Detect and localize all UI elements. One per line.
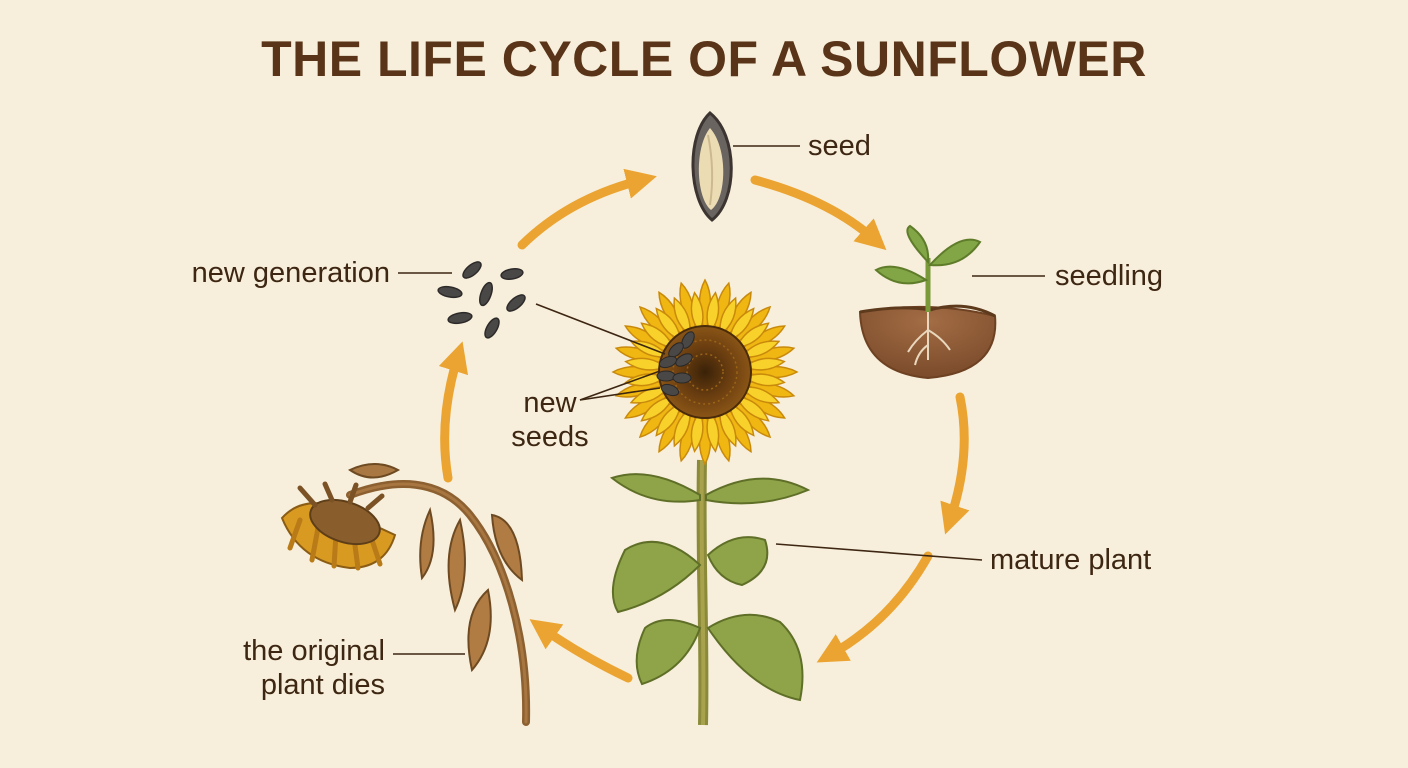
petal (706, 291, 720, 334)
petal (690, 410, 704, 453)
petal (728, 402, 755, 437)
label-new-generation: new generation (191, 257, 390, 289)
petal (740, 340, 781, 358)
seed-icon (691, 111, 733, 222)
label-seed: seed (808, 130, 871, 162)
petal (673, 296, 691, 337)
wilted-flower-head (280, 481, 397, 571)
flower-seeds (656, 331, 695, 397)
scattered-seeds-icon (437, 261, 526, 339)
petal (743, 357, 786, 371)
wilted-plant-icon (280, 463, 531, 726)
arrow-upward (438, 341, 469, 483)
petal (743, 373, 786, 387)
petal (673, 407, 691, 448)
petal (735, 322, 770, 349)
leaf (705, 477, 811, 505)
petal (719, 407, 737, 448)
petal (740, 386, 781, 404)
label-plant-dies-line1: the original (243, 635, 385, 667)
label-new-seeds: new seeds (500, 386, 600, 454)
petal (706, 410, 720, 453)
petal (719, 296, 737, 337)
leaf (706, 536, 769, 587)
petal (640, 322, 675, 349)
petal (735, 395, 770, 422)
seedling-icon (858, 224, 997, 380)
leader-new-seeds (535, 303, 666, 355)
petal (655, 402, 682, 437)
arrow-mature-to-dies (816, 551, 933, 663)
leaf (635, 619, 702, 686)
arrow-newgen-to-seed (517, 168, 657, 250)
label-plant-dies-line2: plant dies (260, 669, 385, 701)
arrow-dies-to-newgen (529, 619, 633, 683)
leaf (611, 540, 702, 614)
arrow-seed-to-seedling (750, 175, 887, 251)
petal (690, 291, 704, 334)
label-seedling: seedling (1055, 260, 1164, 292)
page-title: THE LIFE CYCLE OF A SUNFLOWER (261, 31, 1147, 87)
petal (728, 307, 755, 342)
label-mature-plant: mature plant (990, 544, 1152, 576)
leader-new-seeds (579, 370, 661, 401)
label-new-seeds-line1: new (523, 387, 577, 419)
leader-mature-plant (775, 543, 983, 561)
petal (640, 395, 675, 422)
label-new-seeds-line2: seeds (511, 421, 589, 453)
cycle-arrows (438, 168, 970, 683)
mature-plant-icon (609, 278, 811, 726)
petal (629, 386, 670, 404)
arrow-seedling-to-mature (940, 392, 970, 535)
leader-new-seeds (579, 387, 661, 401)
leader-lines (393, 145, 1045, 655)
label-plant-dies: the original plant dies (180, 634, 385, 702)
petal (655, 307, 682, 342)
leaf (609, 473, 701, 503)
petal (624, 357, 667, 371)
leaf (706, 613, 804, 702)
